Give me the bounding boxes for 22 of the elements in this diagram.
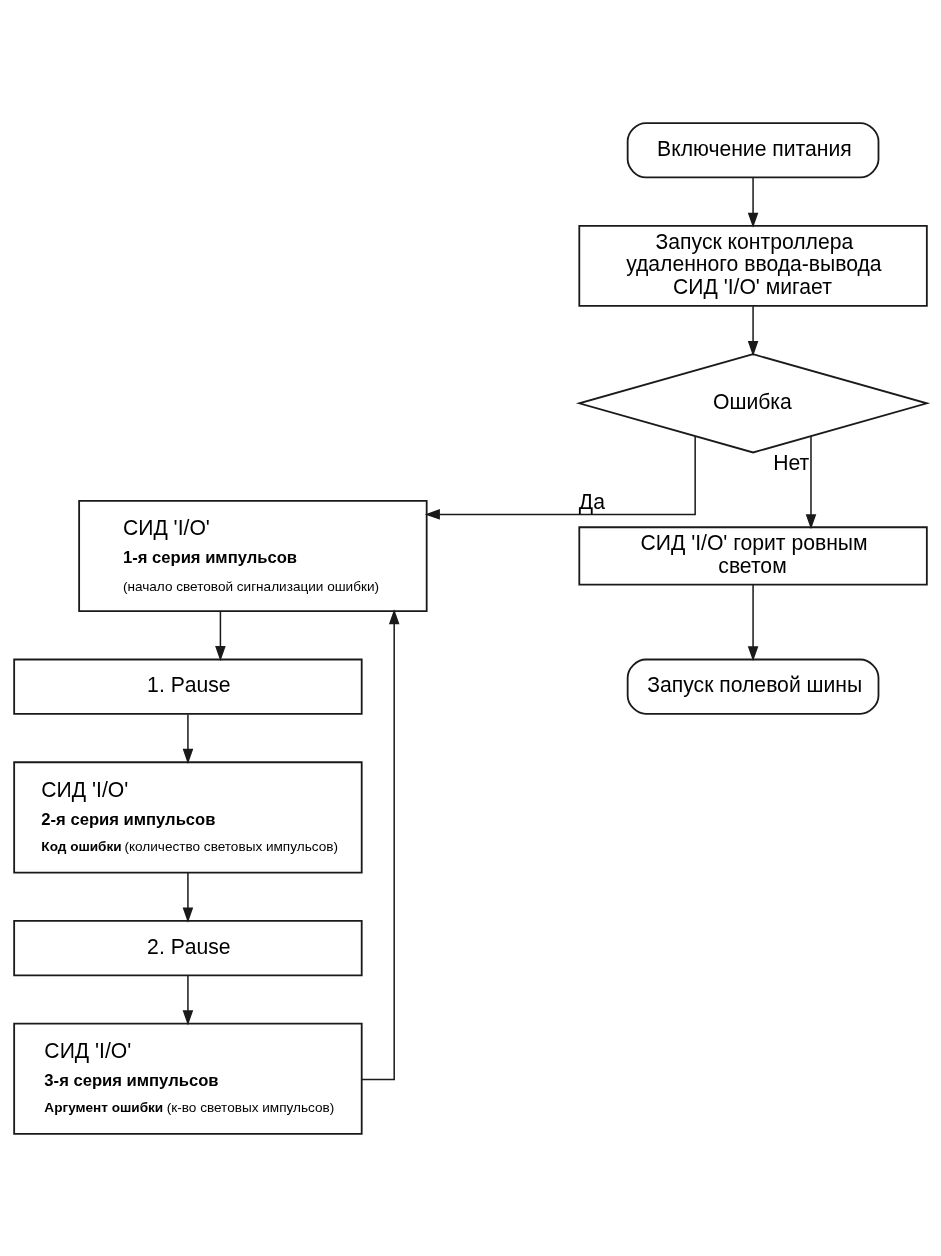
node-box: 2. Pause xyxy=(13,919,363,976)
arrow xyxy=(182,713,194,764)
node-box: СИД 'I/O' 3-я серия импульсов Аргумент ошибки (к-во световых импульсов) xyxy=(13,1022,363,1135)
node-box: Включение питания xyxy=(626,121,880,178)
arrow xyxy=(424,435,696,520)
edge-label: Нет xyxy=(773,450,810,474)
arrow xyxy=(747,583,759,661)
node-box: Запуск контроллера удаленного ввода-вывода СИД 'I/O' мигает xyxy=(578,224,928,307)
node-box: Запуск полевой шины xyxy=(626,658,880,715)
arrow xyxy=(215,610,226,661)
node-box: СИД 'I/O' 1-я серия импульсов (начало световой сигнализации ошибки) xyxy=(78,499,428,612)
node-box: 1. Pause xyxy=(13,658,363,715)
node-diamond: Ошибка xyxy=(575,352,931,453)
node-box: СИД 'I/O' горит ровным светом xyxy=(578,525,928,586)
arrow xyxy=(747,176,759,228)
arrow xyxy=(747,305,759,356)
edge-label: Да xyxy=(578,489,605,513)
arrow xyxy=(182,871,194,923)
arrow xyxy=(361,608,400,1080)
arrow xyxy=(182,974,194,1025)
arrow xyxy=(805,435,817,529)
node-box: СИД 'I/O' 2-я серия импульсов Код ошибки (количество световых импульсов) xyxy=(13,760,363,873)
